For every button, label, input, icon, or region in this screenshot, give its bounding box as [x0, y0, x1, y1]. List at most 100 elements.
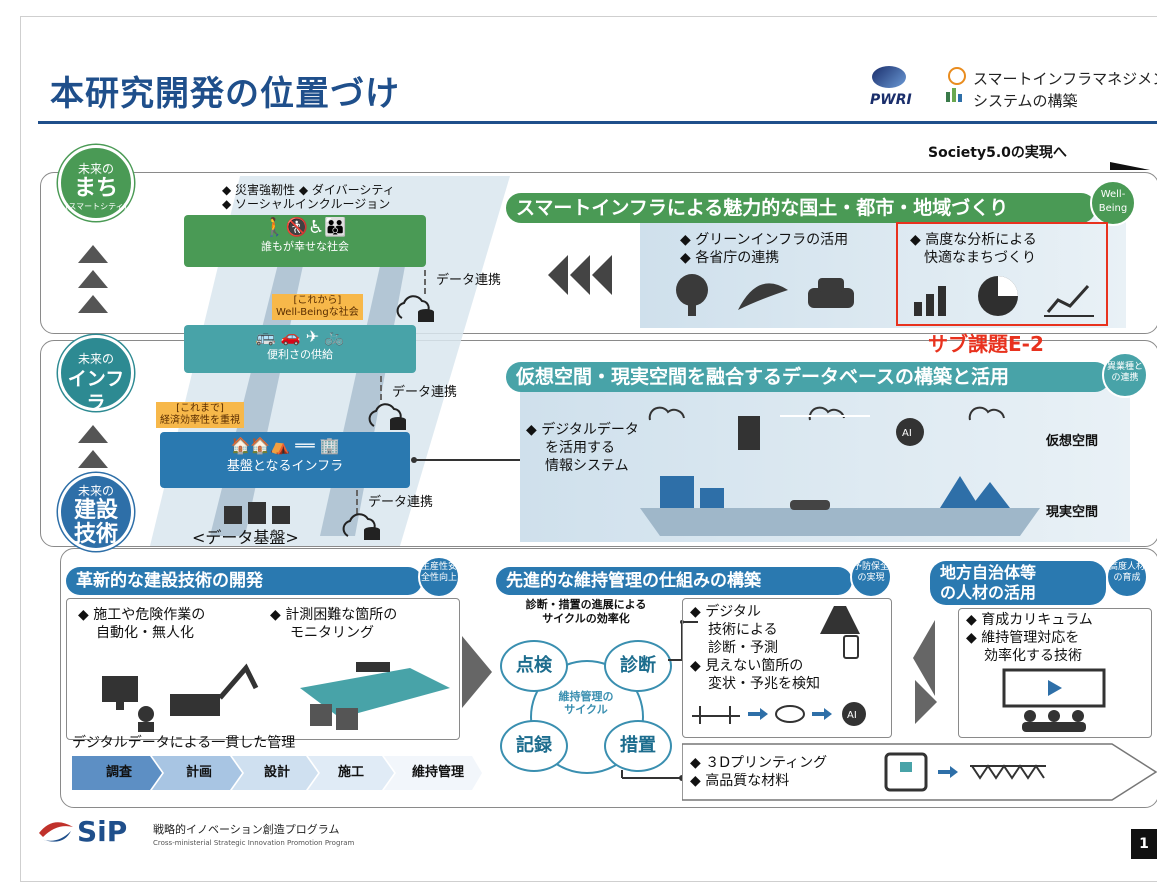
cloud-database-icon [368, 403, 406, 430]
printing-bullet: ◆ 高品質な材料 [690, 773, 790, 789]
training-icon [1002, 668, 1106, 732]
page-number: 1 [1131, 829, 1157, 859]
connector-line [411, 457, 520, 463]
transport-icons: 🚌 🚗 ✈ 🚲 [255, 327, 345, 346]
up-arrow-icon [78, 270, 108, 288]
section-c-title: 地方自治体等の人材の活用 [930, 561, 1106, 605]
society-bullet: ◆ ソーシャルインクルージョン [222, 197, 391, 211]
section-a-title: 革新的な建設技術の開発 [66, 567, 422, 595]
future-tag: [これから]Well-Beingな社会 [272, 294, 363, 320]
underwater-monitoring-icon [300, 662, 450, 730]
header-logos: PWRI スマートインフラマネジメン システムの構築 [870, 66, 1157, 116]
flow-step-design: 設計 [263, 765, 290, 780]
section-a-box [66, 598, 460, 740]
cycle-center-label: 維持管理のサイクル [558, 690, 614, 716]
section-a-bullet: 自動化・無人化 [96, 625, 194, 641]
band1-title: スマートインフラによる魅力的な国土・都市・地域づくり [506, 193, 1096, 223]
project-title-line2: システムの構築 [973, 92, 1078, 110]
band1-bullet: 快適なまちづくり [924, 250, 1036, 266]
level-infra: 未来のインフラ[スマートインフラ] [58, 335, 134, 425]
up-arrow-icon [78, 425, 108, 443]
band2-bullet: ◆ デジタルデータ [526, 422, 639, 438]
society-label: Society5.0の実現へ [928, 145, 1067, 161]
level-kensetsu: 未来の建設技術 [58, 473, 134, 551]
data-link-arrow [424, 270, 426, 294]
band2-bullet: を活用する [545, 440, 615, 456]
band1-bullet: ◆ 高度な分析による [910, 232, 1037, 248]
cycle-caption: 診断・措置の進展によるサイクルの効率化 [525, 598, 647, 625]
past-tag: [これまで]経済効率性を重視 [156, 402, 244, 428]
data-link-label: データ連携 [368, 495, 434, 510]
band2-bullet: 情報システム [545, 458, 629, 474]
people-icons: 🚶🚷♿👪 [263, 217, 347, 238]
section-c-box [958, 608, 1152, 738]
maintenance-cycle-ring [530, 660, 644, 774]
industry-link-badge: 異業種との連携 [1102, 352, 1148, 398]
cycle-record: 記録 [500, 720, 568, 772]
talent-badge: 高度人材の育成 [1106, 556, 1148, 598]
sub-theme-label: サブ課題E-2 [928, 332, 1044, 356]
pwri-logo-icon [872, 66, 906, 88]
up-arrow-icon [78, 450, 108, 468]
program-name-en: Cross-ministerial Strategic Innovation P… [153, 839, 355, 847]
section-b-bullet: 変状・予兆を検知 [708, 676, 820, 692]
section-a-bullet: ◆ 計測困難な箇所の [270, 607, 398, 623]
section-b-title: 先進的な維持管理の仕組みの構築 [496, 567, 852, 595]
analysis-chart-icons [914, 276, 1094, 317]
data-link-arrow [380, 376, 382, 400]
base-infra-box: 🏠🏠⛺ ══ 🏢 基盤となるインフラ [160, 432, 410, 488]
virtual-real-illustration: AI [640, 406, 1040, 536]
printing-arrow-band [682, 743, 1157, 801]
data-link-label: データ連携 [436, 273, 502, 288]
sip-swirl-icon [39, 822, 73, 842]
right-arrow-icon [462, 636, 492, 708]
connector-line [621, 770, 685, 781]
flow-step-survey: 調査 [105, 765, 132, 780]
section-c-bullet: ◆ 育成カリキュラム [966, 612, 1093, 628]
cloud-database-icon [342, 513, 380, 540]
section-b-bullet: 診断・予測 [708, 640, 778, 656]
wellbeing-badge: Well-Being [1090, 180, 1136, 226]
flow-step-construction: 施工 [337, 765, 364, 780]
triple-left-arrow-icon [548, 255, 612, 295]
infra-icons: 🏠🏠⛺ ══ 🏢 [230, 436, 340, 455]
level-machi: 未来のまち[スマートシティ] [58, 145, 134, 221]
society-arrow-icon [910, 162, 1150, 170]
cycle-diagnose: 診断 [604, 640, 672, 692]
smart-infra-icon [946, 67, 966, 102]
program-name: 戦略的イノベーション創造プログラム [153, 823, 340, 836]
database-stack-icon [224, 502, 290, 524]
section-a-bullet: モニタリング [290, 625, 374, 641]
virtual-space-label: 仮想空間 [1046, 434, 1099, 449]
preventive-badge: 予防保全の実現 [850, 556, 892, 598]
flow-step-plan: 計画 [185, 765, 212, 780]
road-tunnel-icon [820, 606, 860, 659]
project-title-line1: スマートインフラマネジメン [973, 70, 1157, 88]
flow-step-maintenance: 維持管理 [411, 765, 464, 780]
up-arrow-icon [78, 245, 108, 263]
section-b-bullet: 技術による [708, 622, 778, 638]
digital-flow-label: デジタルデータによる一貫した管理 [72, 735, 296, 751]
band1-bullet: ◆ 各省庁の連携 [680, 250, 780, 266]
digital-flow-chevrons [72, 756, 482, 790]
up-arrow-icon [78, 295, 108, 313]
section-b-box [682, 598, 892, 738]
cloud-database-icon [396, 295, 434, 322]
section-c-bullet: ◆ 維持管理対応を [966, 630, 1080, 646]
3d-printer-icon [884, 752, 1046, 792]
data-link-arrow [356, 490, 358, 514]
svg-text:AI: AI [902, 428, 912, 439]
real-space-label: 現実空間 [1046, 505, 1099, 520]
section-b-bullet: ◆ 見えない箇所の [690, 658, 804, 674]
band2-title: 仮想空間・現実空間を融合するデータベースの構築と活用 [506, 362, 1110, 392]
cycle-inspect: 点検 [500, 640, 568, 692]
printing-bullet: ◆ ３Dプリンティング [690, 755, 828, 771]
remote-construction-icon [102, 663, 259, 732]
sub-theme-highlight [896, 222, 1108, 326]
green-infra-icons [676, 274, 854, 316]
section-b-bullet: ◆ デジタル [690, 604, 761, 620]
productivity-badge: 生産性安全性向上 [418, 556, 460, 598]
cycle-measure: 措置 [604, 720, 672, 772]
bridge-data-ai-icons: AI [692, 702, 866, 726]
society-bullet: ◆ 災害強靭性 ◆ ダイバーシティ [222, 183, 395, 197]
